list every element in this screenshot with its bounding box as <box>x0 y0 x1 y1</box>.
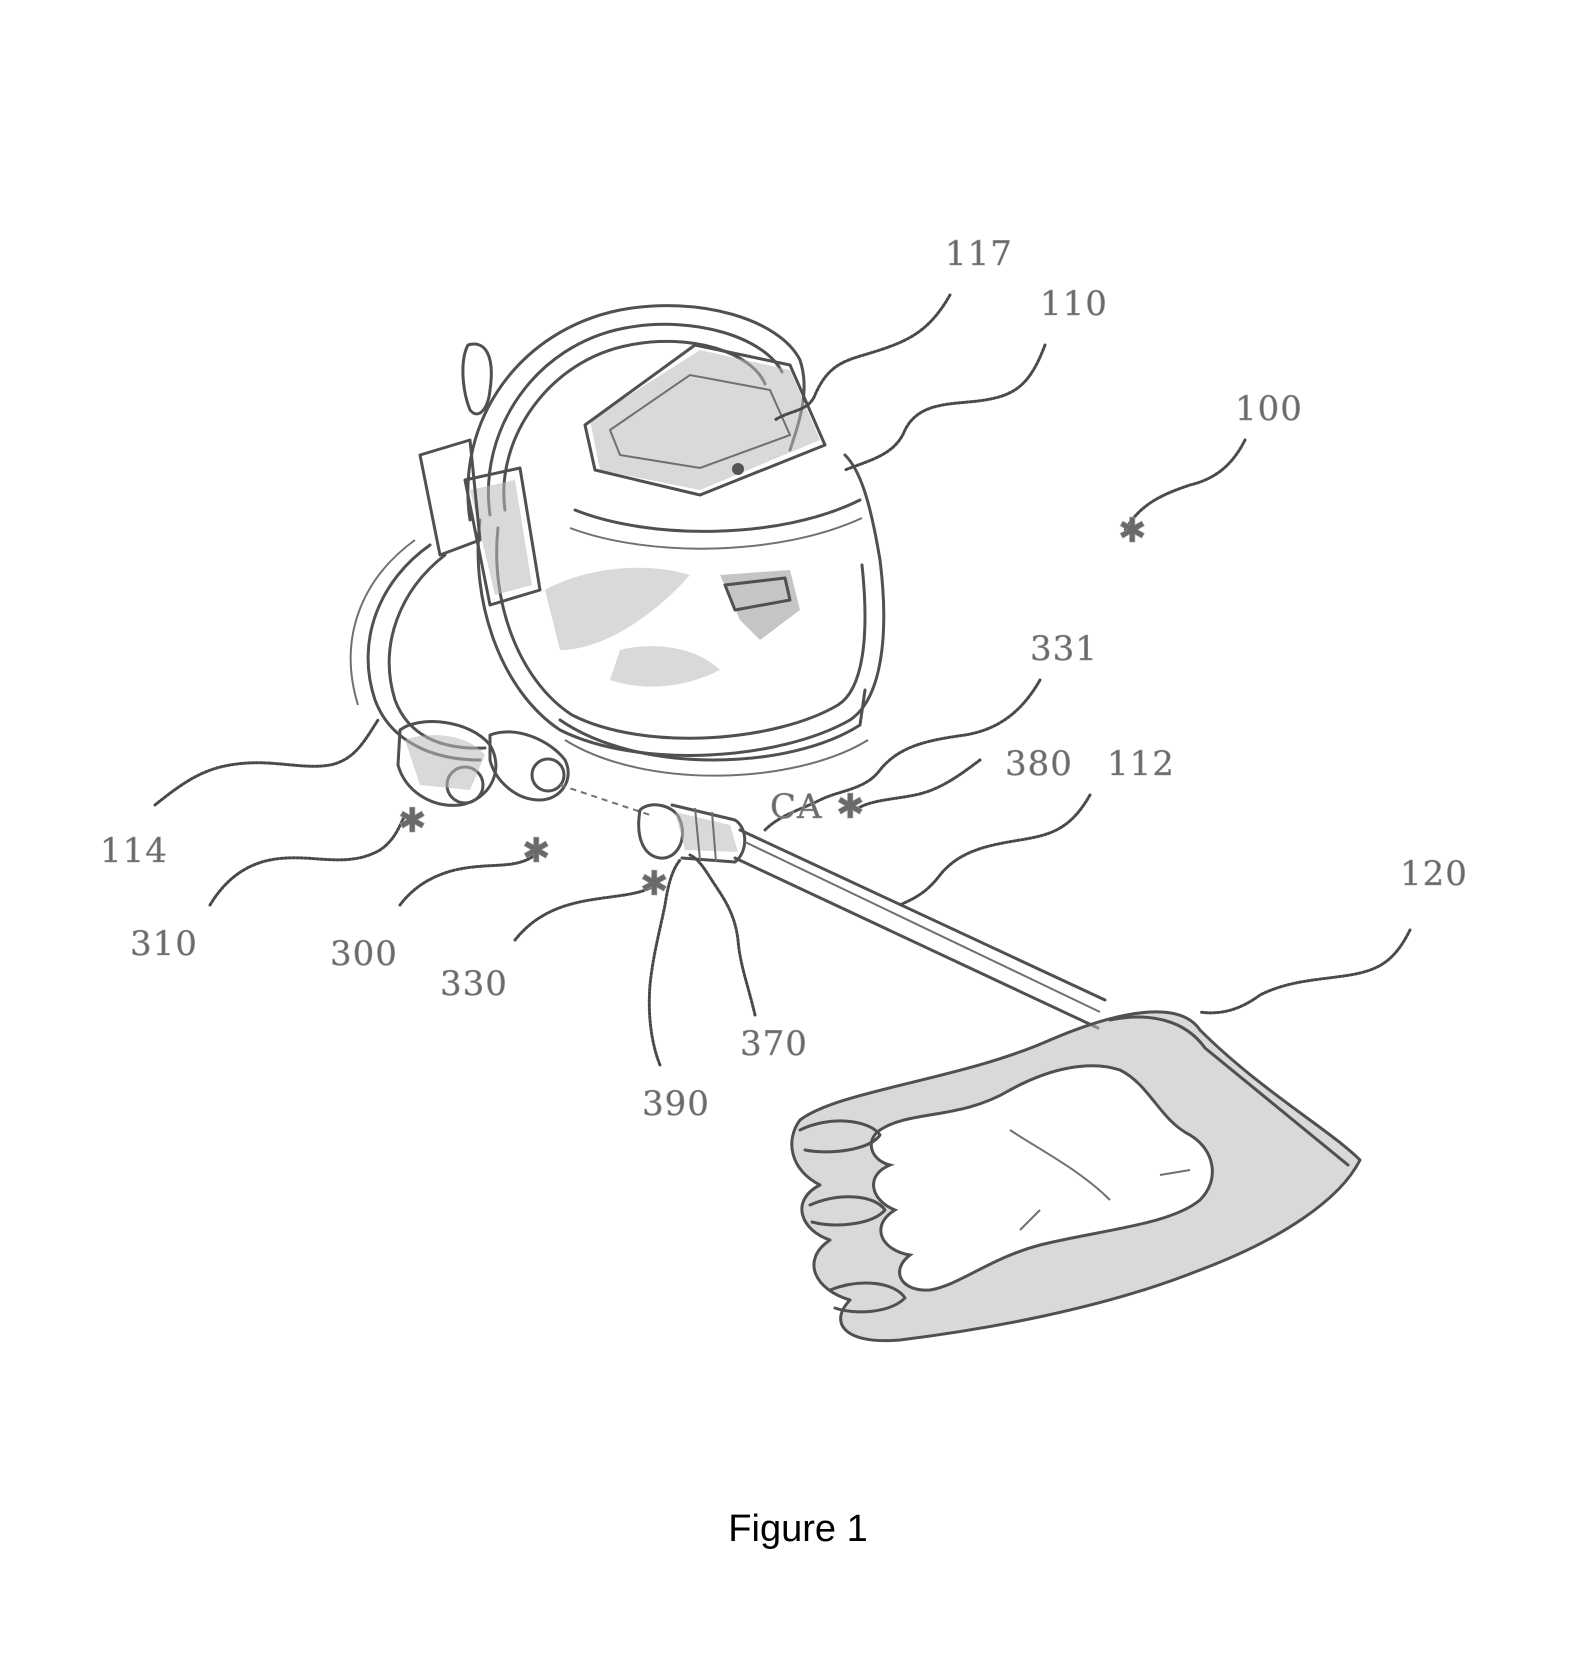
label-114: 114 <box>100 831 168 871</box>
leader-380 <box>853 758 982 812</box>
leader-120 <box>1198 928 1412 1015</box>
label-331: 331 <box>1030 629 1098 669</box>
marker-100: ✱ <box>1118 511 1148 551</box>
label-110: 110 <box>1040 284 1108 324</box>
label-380: 380 <box>1005 744 1073 784</box>
marker-330: ✱ <box>640 864 670 904</box>
label-310: 310 <box>130 924 198 964</box>
marker-310: ✱ <box>398 801 428 841</box>
leader-lines: ✱ ✱ ✱ ✱ ✱ <box>153 293 1412 1067</box>
label-390: 390 <box>642 1084 710 1124</box>
tube-coupling-drawing <box>637 803 747 864</box>
label-ca: CA <box>770 787 823 827</box>
marker-ca: ✱ <box>836 787 866 827</box>
label-117: 117 <box>945 234 1013 274</box>
label-112: 112 <box>1107 744 1175 784</box>
leader-370 <box>688 853 757 1017</box>
leader-117 <box>773 293 952 422</box>
device-unit-drawing <box>349 304 886 816</box>
leader-331 <box>763 678 1042 832</box>
dressing-pad-120-drawing <box>790 1010 1362 1343</box>
leader-114 <box>153 718 380 807</box>
leader-300 <box>398 853 537 907</box>
leader-112 <box>898 793 1092 907</box>
label-330: 330 <box>440 964 508 1004</box>
label-370: 370 <box>740 1024 808 1064</box>
leader-100 <box>1123 438 1247 532</box>
label-100: 100 <box>1235 389 1303 429</box>
figure-caption: Figure 1 <box>728 1508 868 1550</box>
label-120: 120 <box>1400 854 1468 894</box>
leader-330 <box>513 883 657 942</box>
label-300: 300 <box>330 934 398 974</box>
tube-112-drawing <box>733 828 1107 1030</box>
marker-300: ✱ <box>522 831 552 871</box>
reference-numerals: 117 110 100 331 380 112 CA 120 114 310 3… <box>100 234 1468 1125</box>
leader-110 <box>843 343 1047 472</box>
leader-390 <box>647 858 682 1067</box>
leader-310 <box>208 813 407 907</box>
